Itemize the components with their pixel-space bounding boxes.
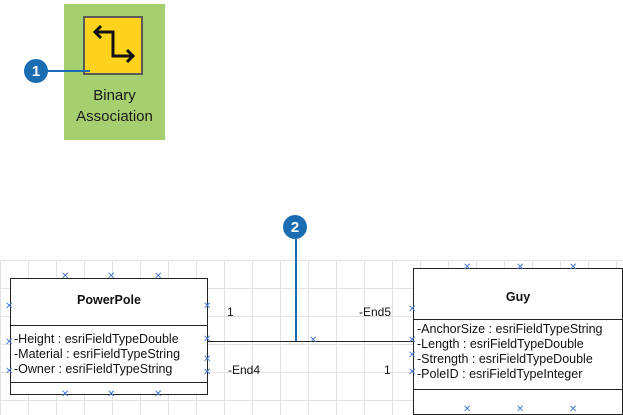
selection-handle[interactable]: ✕ <box>203 367 212 378</box>
selection-handle[interactable]: ✕ <box>5 337 14 348</box>
selection-handle[interactable]: ✕ <box>408 350 417 361</box>
selection-handle[interactable]: ✕ <box>408 367 417 378</box>
right-end-role: -End5 <box>359 305 392 319</box>
class-divider <box>414 389 622 390</box>
left-end-role: -End4 <box>228 363 261 377</box>
selection-handle[interactable]: ✕ <box>463 262 472 273</box>
selection-handle[interactable]: ✕ <box>408 335 417 346</box>
selection-handle[interactable]: ✕ <box>203 354 212 365</box>
selection-handle[interactable]: ✕ <box>61 271 70 282</box>
class-divider <box>11 382 207 383</box>
attribute-row: -Material : esriFieldTypeString <box>14 347 181 361</box>
class-powerpole[interactable]: PowerPole -Height : esriFieldTypeDouble … <box>10 278 208 395</box>
selection-handle[interactable]: ✕ <box>408 304 417 315</box>
selection-handle[interactable]: ✕ <box>61 389 70 400</box>
selection-handle[interactable]: ✕ <box>516 404 525 415</box>
class-divider <box>414 319 622 320</box>
selection-handle[interactable]: ✕ <box>203 334 212 345</box>
callout-1-badge: 1 <box>24 59 48 83</box>
right-multiplicity: 1 <box>384 363 391 377</box>
selection-handle[interactable]: ✕ <box>107 389 116 400</box>
selection-handle[interactable]: ✕ <box>463 404 472 415</box>
uml-diagram-canvas: 2 1 -End4 -End5 1 PowerPole -Height : es… <box>0 215 623 415</box>
binary-association-connector-icon <box>83 16 143 75</box>
association-line[interactable] <box>207 341 415 342</box>
selection-handle[interactable]: ✕ <box>309 335 318 346</box>
selection-handle[interactable]: ✕ <box>569 262 578 273</box>
selection-handle[interactable]: ✕ <box>5 301 14 312</box>
selection-handle[interactable]: ✕ <box>107 271 116 282</box>
tool-label-line1: Binary <box>93 87 136 104</box>
attribute-row: -AnchorSize : esriFieldTypeString <box>417 322 603 336</box>
selection-handle[interactable]: ✕ <box>516 262 525 273</box>
left-multiplicity: 1 <box>227 305 234 319</box>
class-divider <box>11 325 207 326</box>
attribute-row: -Owner : esriFieldTypeString <box>14 362 173 376</box>
binary-association-button[interactable]: Binary Association <box>64 4 165 140</box>
tool-label-line2: Association <box>76 108 153 125</box>
attribute-row: -Height : esriFieldTypeDouble <box>14 332 179 346</box>
attribute-row: -Length : esriFieldTypeDouble <box>417 337 584 351</box>
class-title: Guy <box>505 290 531 304</box>
class-guy[interactable]: Guy -AnchorSize : esriFieldTypeString -L… <box>413 268 623 415</box>
selection-handle[interactable]: ✕ <box>5 366 14 377</box>
selection-handle[interactable]: ✕ <box>203 301 212 312</box>
attribute-row: -PoleID : esriFieldTypeInteger <box>417 367 583 381</box>
selection-handle[interactable]: ✕ <box>569 404 578 415</box>
selection-handle[interactable]: ✕ <box>154 271 163 282</box>
callout-2-badge: 2 <box>283 215 307 239</box>
callout-1-leader <box>36 70 90 72</box>
selection-handle[interactable]: ✕ <box>154 389 163 400</box>
attribute-row: -Strength : esriFieldTypeDouble <box>417 352 593 366</box>
class-title: PowerPole <box>77 293 141 307</box>
callout-2-leader <box>295 239 297 342</box>
